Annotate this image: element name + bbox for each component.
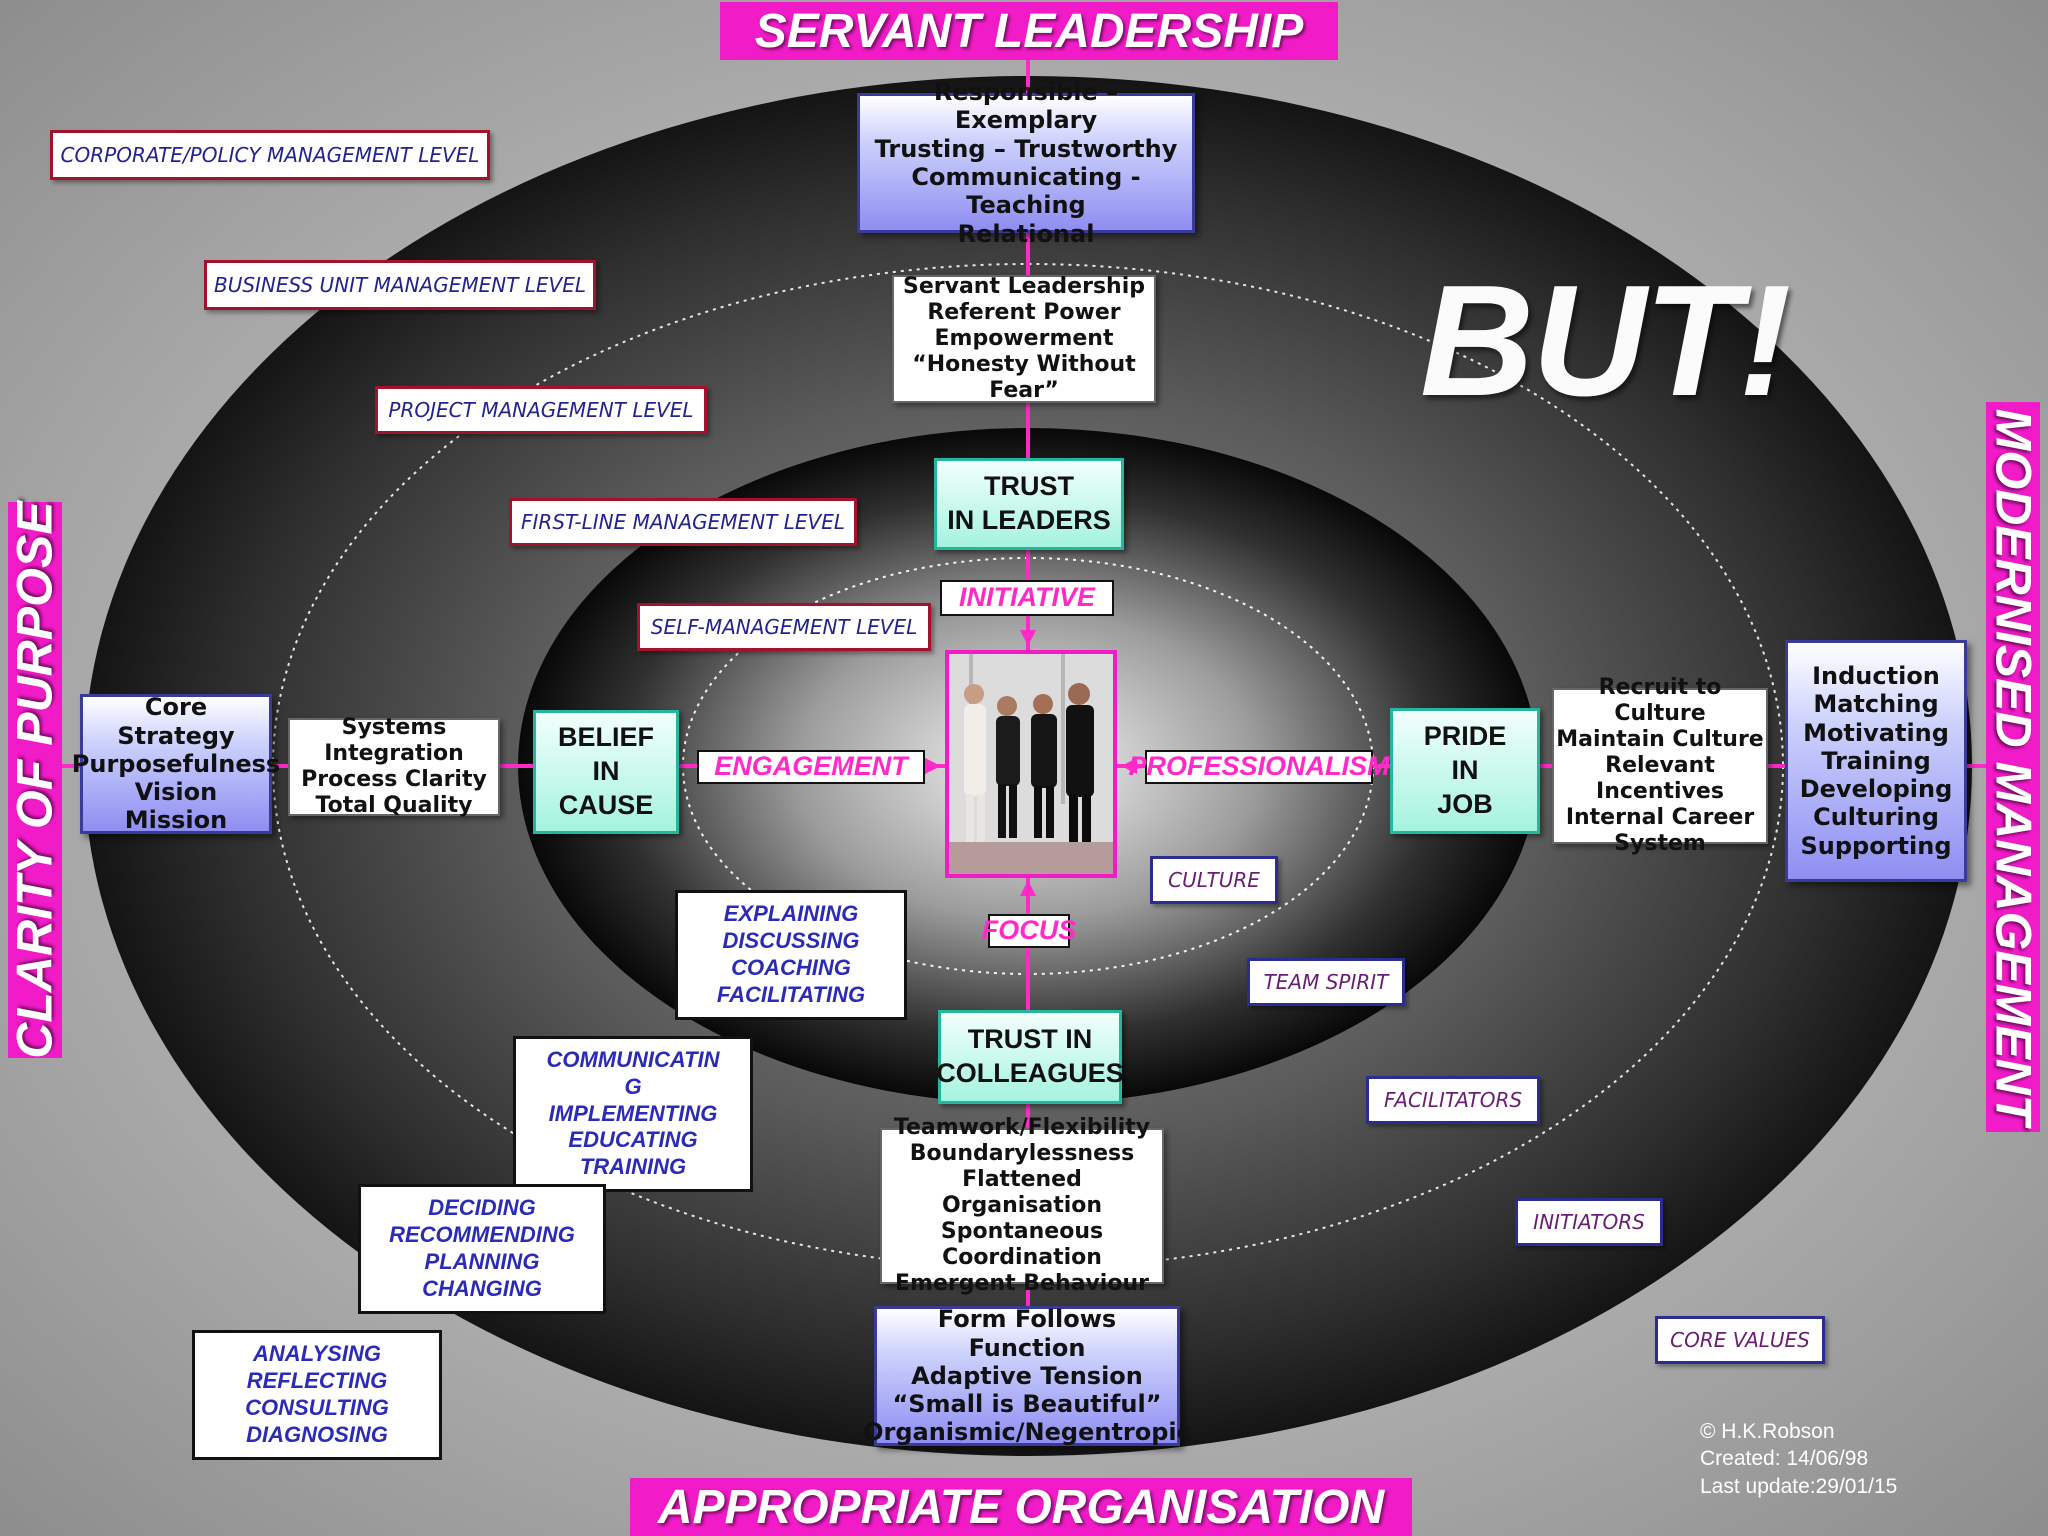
appropriate-organisation-banner: APPROPRIATE ORGANISATION (630, 1478, 1412, 1536)
label-initiators: INITIATORS (1515, 1198, 1663, 1246)
team-photo (945, 650, 1117, 878)
engagement-tag: ENGAGEMENT (697, 750, 925, 784)
level-project: PROJECT MANAGEMENT LEVEL (375, 386, 707, 434)
credit-block: © H.K.Robson Created: 14/06/98 Last upda… (1700, 1418, 1897, 1500)
level-corporate-policy: CORPORATE/POLICY MANAGEMENT LEVEL (50, 130, 490, 180)
initiative-tag: INITIATIVE (940, 580, 1114, 616)
last-update-date: Last update:29/01/15 (1700, 1474, 1898, 1498)
but-exclamation: BUT! (1420, 253, 1791, 429)
label-team-spirit: TEAM SPIRIT (1247, 958, 1405, 1006)
modernised-management-banner: MODERNISED MANAGEMENT (1985, 402, 2041, 1132)
business-team-image (949, 654, 1113, 874)
copyright-text: © H.K.Robson (1700, 1420, 1835, 1443)
created-date: Created: 14/06/98 (1700, 1447, 1869, 1471)
servant-leadership-banner: SERVANT LEADERSHIP (720, 2, 1338, 60)
clarity-of-purpose-banner: CLARITY OF PURPOSE (7, 501, 64, 1059)
axis-arrows (925, 630, 1137, 896)
professionalism-tag: PROFESSIONALISM (1128, 750, 1390, 784)
label-facilitators: FACILITATORS (1366, 1076, 1540, 1124)
level-first-line: FIRST-LINE MANAGEMENT LEVEL (509, 498, 857, 546)
label-core-values: CORE VALUES (1655, 1316, 1825, 1364)
level-business-unit: BUSINESS UNIT MANAGEMENT LEVEL (204, 260, 596, 310)
label-culture: CULTURE (1150, 856, 1278, 904)
focus-tag: FOCUS (982, 914, 1076, 948)
level-self-management: SELF-MANAGEMENT LEVEL (637, 603, 931, 651)
